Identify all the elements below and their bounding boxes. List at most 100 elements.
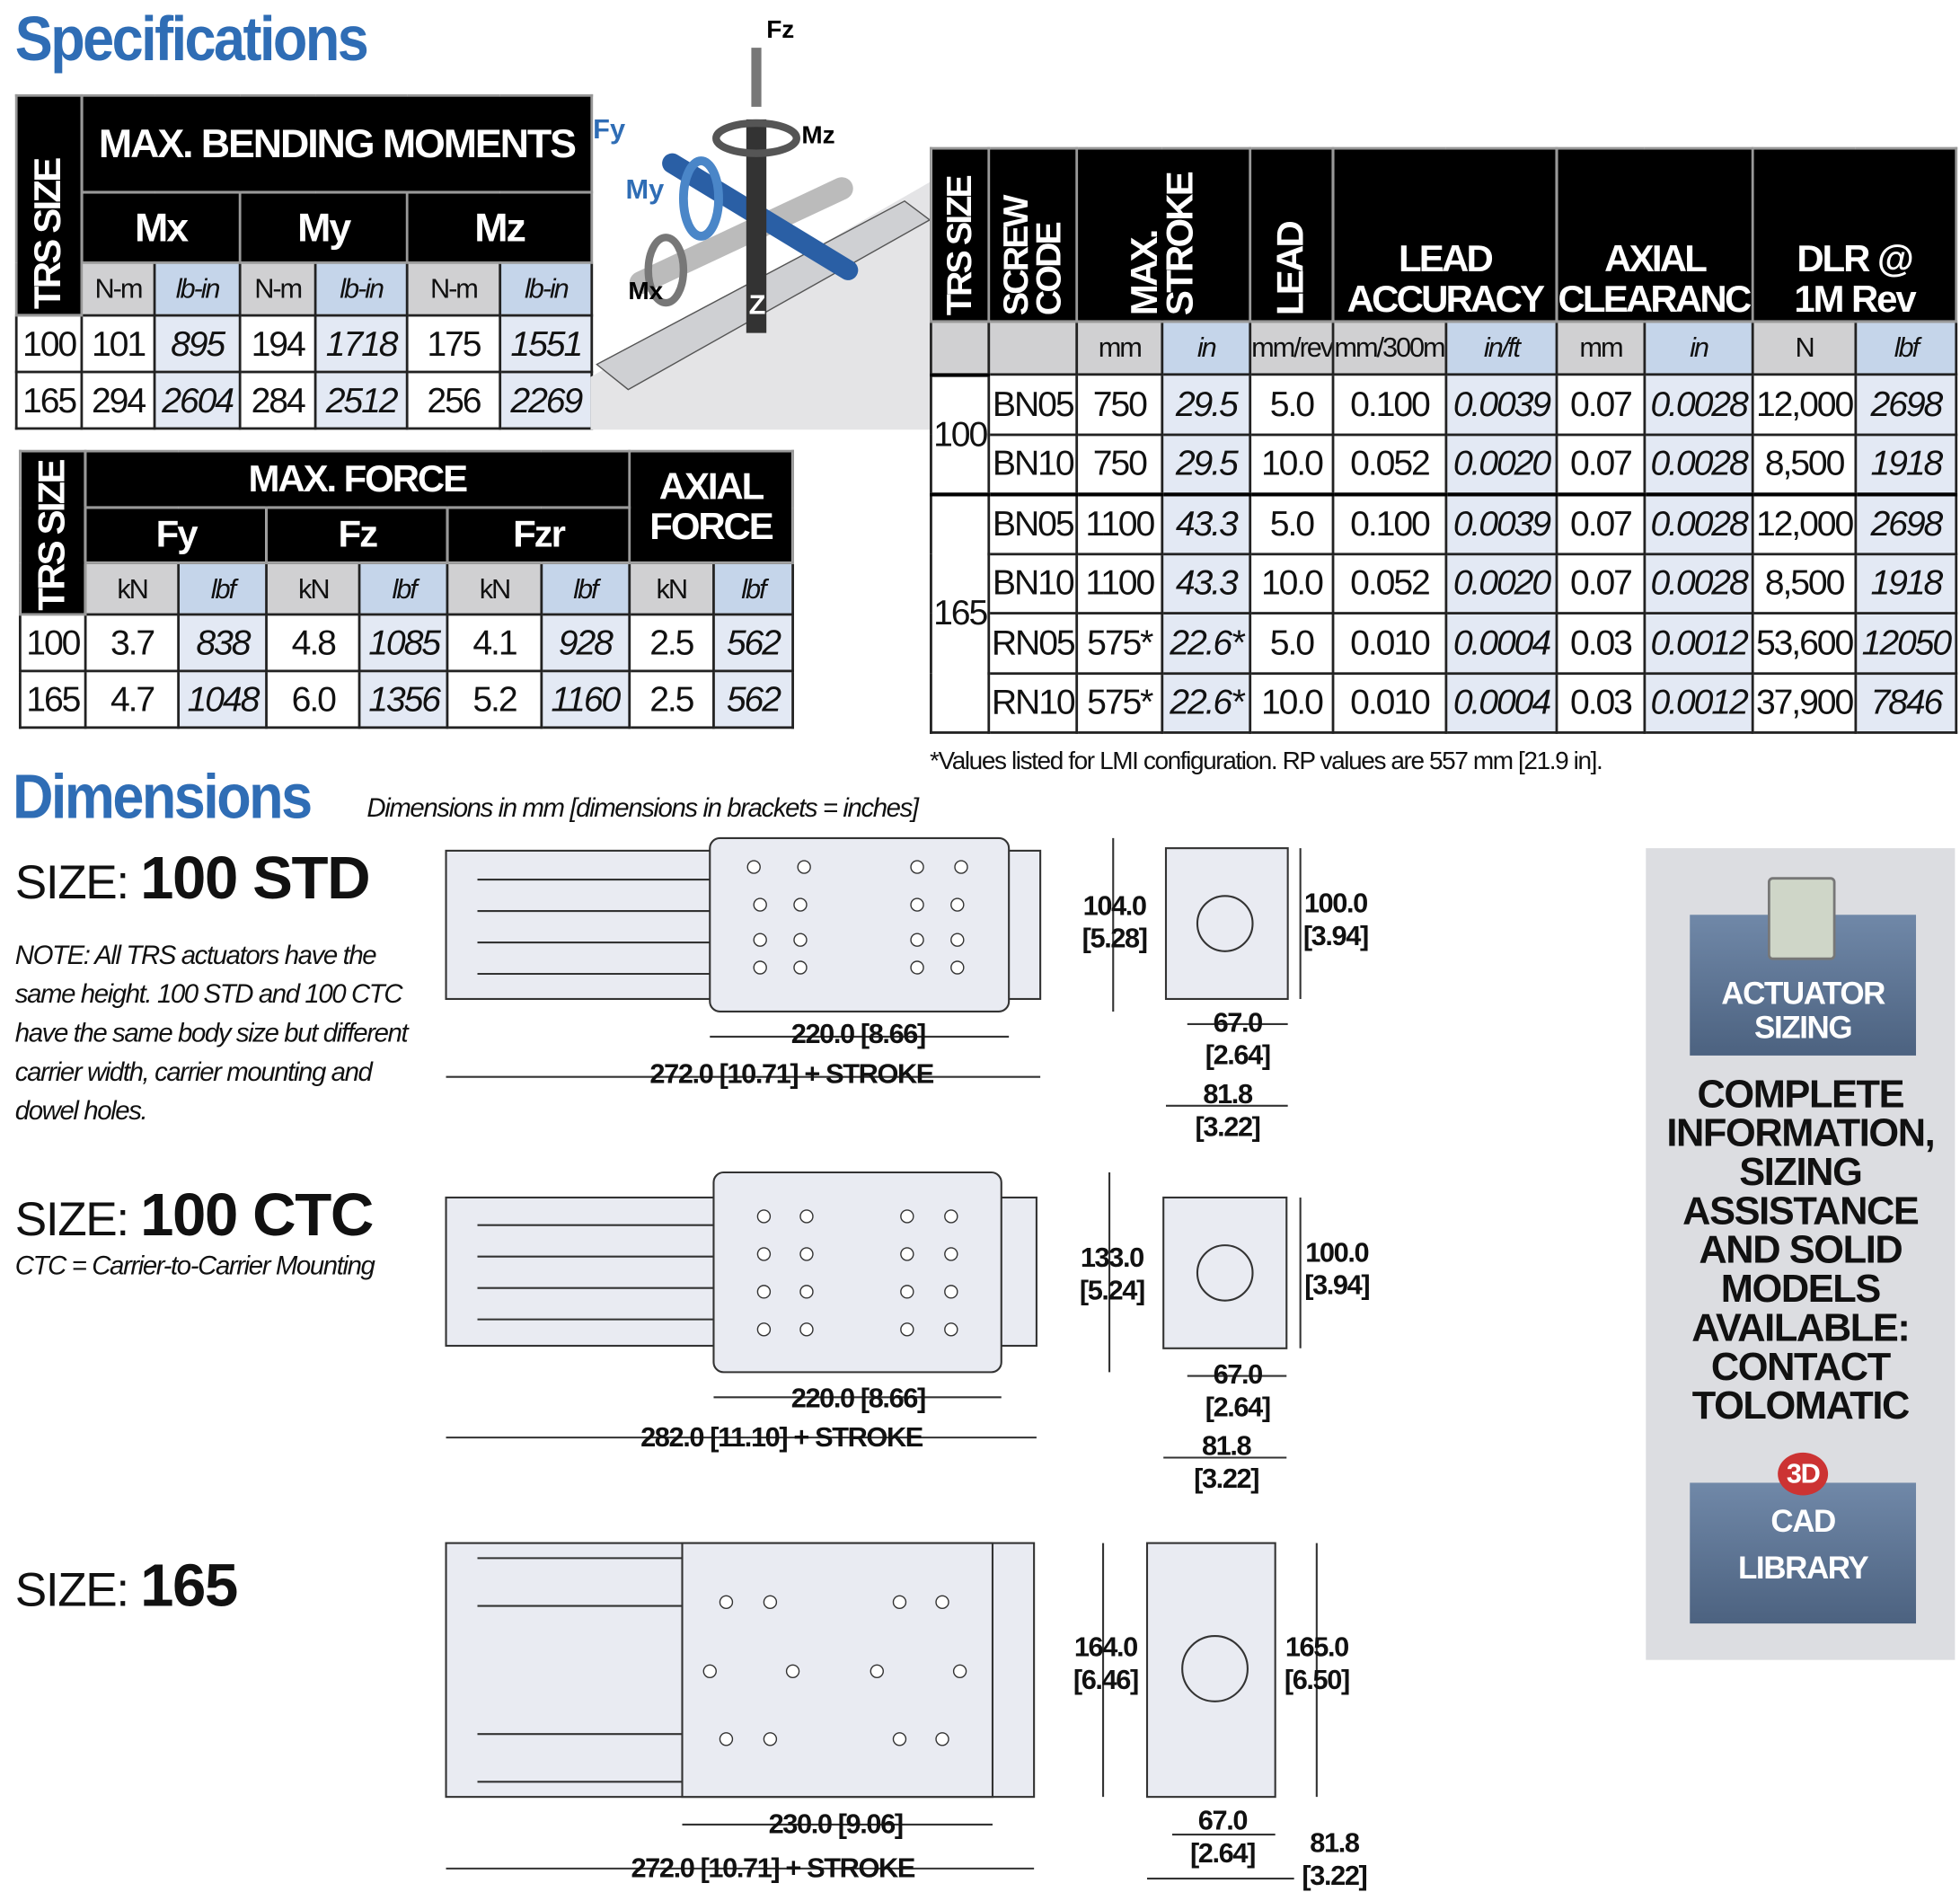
cell: 0.100 — [1331, 373, 1448, 436]
mounting-hole-icon — [944, 1209, 958, 1224]
cell: 895 — [153, 314, 242, 374]
ctc-dimension-label: [3.22] — [1194, 1463, 1258, 1494]
mounting-hole-icon — [719, 1595, 734, 1610]
cell: 2.5 — [627, 613, 715, 673]
size-header: TRS SIZE — [18, 449, 87, 616]
actuator-sizing-button[interactable]: ACTUATOR SIZING — [1690, 877, 1917, 1056]
unit-cell: N-m — [405, 261, 502, 317]
unit-cell: in — [1643, 320, 1754, 376]
size-165-label: SIZE: 165 — [14, 1552, 239, 1620]
cell: 8,500 — [1751, 432, 1858, 496]
size-header: TRS SIZE — [930, 146, 991, 323]
cell: 29.5 — [1161, 373, 1252, 436]
unit-cell: lbf — [711, 561, 794, 616]
mounting-hole-icon — [944, 1322, 958, 1337]
cell: RN10 — [987, 671, 1079, 734]
cell: 2698 — [1854, 491, 1958, 555]
x-axis-bar — [629, 177, 853, 295]
cell: 37,900 — [1751, 671, 1858, 734]
mounting-hole-icon — [950, 960, 965, 975]
dlr-header: DLR @ 1M Rev — [1751, 146, 1958, 323]
cell: 8,500 — [1751, 552, 1858, 614]
group-my: My — [238, 190, 409, 264]
cell: 562 — [711, 669, 794, 729]
mounting-hole-icon — [892, 1732, 907, 1746]
dimensions-subtitle: Dimensions in mm [dimensions in brackets… — [366, 793, 919, 824]
cell: 2512 — [313, 370, 409, 430]
unit-cell: lbf — [358, 561, 450, 616]
mounting-hole-icon — [950, 933, 965, 947]
cell: 10.0 — [1249, 432, 1335, 496]
unit-cell: mm/rev — [1249, 320, 1335, 376]
mounting-hole-icon — [935, 1595, 949, 1610]
mounting-hole-icon — [910, 897, 924, 912]
ctc-dimension-label: 282.0 [11.10] + STROKE — [640, 1421, 923, 1453]
std-dimension-label: 272.0 [10.71] + STROKE — [649, 1058, 933, 1090]
cell: 5.0 — [1249, 612, 1335, 675]
mounting-hole-icon — [719, 1732, 734, 1746]
ctc-dimension-label: 81.8 — [1202, 1430, 1252, 1462]
mounting-hole-icon — [910, 860, 924, 874]
mounting-hole-icon — [950, 897, 965, 912]
mounting-hole-icon — [793, 933, 808, 947]
mounting-hole-icon — [935, 1732, 949, 1746]
accuracy-header: LEAD ACCURACY — [1331, 146, 1558, 323]
size-cell: 100 — [14, 314, 84, 374]
cell: 1356 — [358, 669, 450, 729]
ctc-dimension-label: [3.94] — [1304, 1269, 1369, 1301]
cell: 0.052 — [1331, 552, 1448, 614]
cell: 562 — [711, 613, 794, 673]
unit-cell: in/ft — [1444, 320, 1558, 376]
mounting-hole-icon — [793, 897, 808, 912]
s165-dimension-label: 81.8 — [1310, 1827, 1360, 1859]
cell: 1100 — [1075, 491, 1164, 555]
ctc-dimension-label: 100.0 — [1305, 1236, 1368, 1268]
mounting-hole-icon — [910, 933, 924, 947]
s165-dimension-label: [3.22] — [1302, 1860, 1366, 1891]
s165-dimension-label: 230.0 [9.06] — [769, 1808, 903, 1840]
cell: 29.5 — [1161, 432, 1252, 496]
ctc-carrier — [712, 1171, 1002, 1374]
cell: 0.0028 — [1643, 552, 1754, 614]
mounting-hole-icon — [753, 960, 767, 975]
cell: BN05 — [987, 373, 1079, 436]
unit-cell: kN — [446, 561, 543, 616]
cell: 256 — [405, 370, 502, 430]
cad-library-button[interactable]: 3D CAD LIBRARY — [1690, 1452, 1917, 1624]
cell: 0.0028 — [1643, 373, 1754, 436]
cell: 5.0 — [1249, 491, 1335, 555]
cell: 1048 — [177, 669, 269, 729]
cell: 0.07 — [1555, 373, 1647, 436]
cell: 0.03 — [1555, 612, 1647, 675]
mounting-hole-icon — [900, 1322, 914, 1337]
unit-cell: lb-in — [313, 261, 409, 317]
dimension-drawings: 220.0 [8.66]272.0 [10.71] + STROKE104.0[… — [445, 836, 1371, 1891]
cell: 2269 — [499, 370, 594, 430]
cell: 1100 — [1075, 552, 1164, 614]
dimensions-title: Dimensions — [12, 761, 313, 832]
group-mz: Mz — [405, 190, 594, 264]
cell: 0.0039 — [1444, 373, 1558, 436]
mounting-hole-icon — [799, 1285, 814, 1299]
std-dimension-label: [3.94] — [1303, 920, 1368, 951]
std-dimension-label: [5.28] — [1082, 923, 1147, 954]
cell: 0.0004 — [1444, 671, 1558, 734]
bending-title: MAX. BENDING MOMENTS — [80, 93, 594, 194]
cell: 10.0 — [1249, 671, 1335, 734]
ctc-shaft-icon — [1196, 1244, 1254, 1302]
footnote: *Values listed for LMI configuration. RP… — [930, 747, 1603, 775]
std-dimension-label: 220.0 [8.66] — [791, 1018, 925, 1049]
s165-shaft-icon — [1181, 1635, 1249, 1702]
s165-dimension-label: 164.0 — [1074, 1631, 1137, 1662]
cell: RN05 — [987, 612, 1079, 675]
unit-cell — [987, 320, 1079, 376]
ctc-dimension-label: 220.0 [8.66] — [791, 1383, 925, 1414]
mounting-hole-icon — [944, 1285, 958, 1299]
cell: 0.0020 — [1444, 552, 1558, 614]
cell: 0.0039 — [1444, 491, 1558, 555]
